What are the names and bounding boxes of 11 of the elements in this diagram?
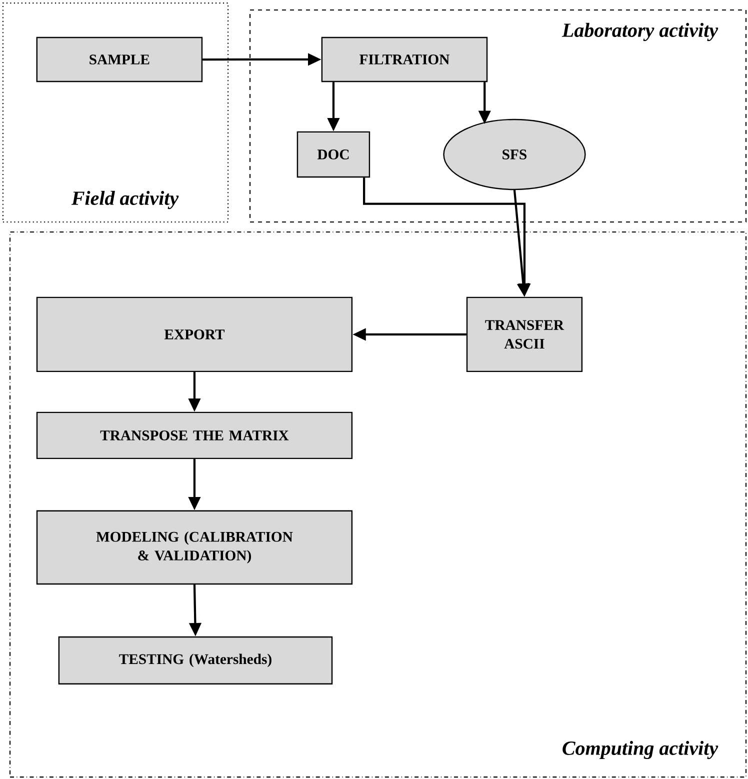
region-title: Field activity	[71, 190, 179, 210]
region-title: Laboratory activity	[562, 22, 718, 42]
region-title: Computing activity	[562, 740, 718, 760]
process-box: FILTRATION	[321, 36, 488, 82]
process-box: SAMPLE	[36, 36, 203, 82]
process-box: TRANSFER ASCII	[466, 296, 583, 372]
process-box: EXPORT	[36, 296, 353, 372]
process-box: MODELING (CALIBRATION & VALIDATION)	[36, 510, 353, 585]
process-box: TRANSPOSE THE MATRIX	[36, 412, 353, 460]
process-box: TESTING (Watersheds)	[58, 636, 333, 684]
process-box: DOC	[296, 131, 370, 178]
